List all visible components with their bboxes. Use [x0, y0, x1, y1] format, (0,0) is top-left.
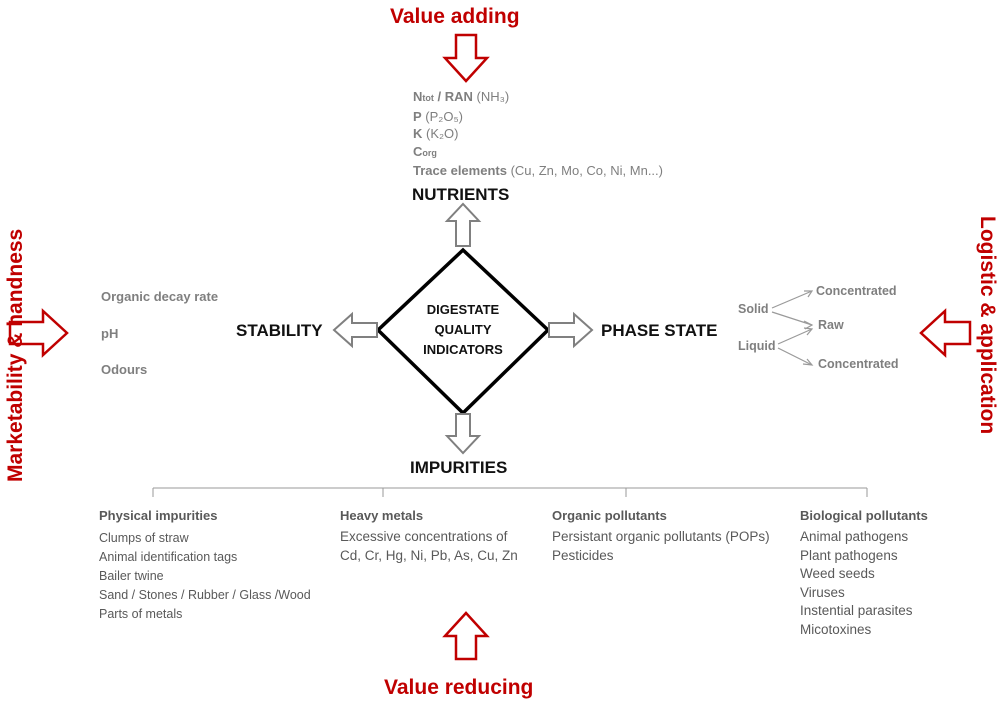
- phase-liquid: Liquid: [738, 339, 776, 353]
- stability-heading: STABILITY: [236, 321, 323, 340]
- impurities-bracket: [152, 487, 868, 497]
- list-item: Cd, Cr, Hg, Ni, Pb, As, Cu, Zn: [340, 547, 518, 563]
- nutrient-c: Corg: [413, 143, 437, 159]
- value-reducing-label: Value reducing: [384, 676, 534, 699]
- impurity-category-biological: Biological pollutants Animal pathogens P…: [800, 508, 928, 639]
- list-item: Bailer twine: [99, 569, 164, 583]
- value-adding-arrow: [442, 33, 490, 83]
- list-item: Excessive concentrations of: [340, 529, 508, 544]
- stability-arrow: [332, 311, 378, 349]
- impurity-category-organic: Organic pollutants Persistant organic po…: [552, 508, 770, 565]
- center-label: DIGESTATE QUALITY INDICATORS: [423, 302, 503, 357]
- nutrients-heading: NUTRIENTS: [412, 185, 510, 204]
- stability-item-decay: Organic decay rate: [101, 289, 219, 304]
- logistic-label: Logistic & application: [976, 216, 999, 435]
- list-item: Plant pathogens: [800, 547, 898, 563]
- nutrients-arrow: [444, 202, 482, 247]
- value-reducing-arrow: [442, 611, 490, 661]
- impurities-arrow: [444, 413, 482, 455]
- list-item: Viruses: [800, 584, 845, 600]
- nutrient-p: P (P₂O₅): [413, 108, 464, 124]
- list-item: Sand / Stones / Rubber / Glass /Wood: [99, 588, 311, 602]
- value-adding-label: Value adding: [390, 5, 520, 28]
- list-item: Animal pathogens: [800, 529, 909, 544]
- nutrient-trace: Trace elements (Cu, Zn, Mo, Co, Ni, Mn..…: [413, 163, 663, 178]
- nutrient-n: Ntot / RAN (NH₃): [413, 89, 510, 104]
- impurity-category-heavy-metals: Heavy metals Excessive concentrations of…: [340, 508, 518, 565]
- phase-concentrated-bottom: Concentrated: [818, 357, 899, 371]
- list-item: Clumps of straw: [99, 531, 189, 545]
- phase-solid: Solid: [738, 302, 769, 316]
- impurities-heading: IMPURITIES: [410, 458, 508, 477]
- phase-state-arrow: [548, 311, 594, 349]
- list-item: Parts of metals: [99, 607, 183, 621]
- phase-concentrated-top: Concentrated: [816, 284, 897, 298]
- list-item: Persistant organic pollutants (POPs): [552, 529, 770, 544]
- nutrients-list: Ntot / RAN (NH₃) P (P₂O₅) K (K₂O) Corg T…: [413, 88, 663, 180]
- impurity-category-physical: Physical impurities Clumps of straw Anim…: [99, 508, 311, 624]
- logistic-arrow: [919, 308, 972, 358]
- list-item: Instential parasites: [800, 603, 913, 618]
- phase-state-connectors: [771, 290, 814, 366]
- nutrient-k: K (K₂O): [413, 126, 459, 141]
- phase-raw: Raw: [818, 318, 844, 332]
- marketability-arrow: [8, 308, 69, 358]
- phase-state-heading: PHASE STATE: [601, 321, 718, 340]
- stability-item-odours: Odours: [101, 362, 148, 377]
- list-item: Micotoxines: [800, 621, 872, 637]
- list-item: Pesticides: [552, 547, 614, 563]
- list-item: Animal identification tags: [99, 550, 238, 564]
- list-item: Weed seeds: [800, 566, 875, 581]
- stability-item-ph: pH: [101, 326, 119, 341]
- marketability-label: Marketability & handness: [4, 228, 27, 482]
